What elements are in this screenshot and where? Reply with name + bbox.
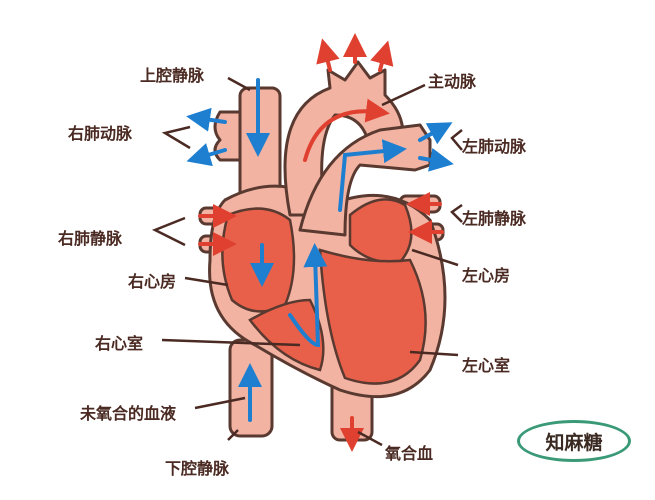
label-left-atrium: 左心房 — [462, 266, 511, 285]
label-left-ventricle: 左心室 — [462, 356, 511, 375]
label-inferior-vena-cava: 下腔静脉 — [165, 459, 230, 478]
lpa-arrow-down-icon — [418, 148, 454, 172]
right-ventricle-chamber — [248, 298, 325, 372]
label-right-ventricle: 右心室 — [95, 334, 144, 353]
label-left-pulmonary-vein: 左肺静脉 — [462, 209, 527, 228]
rv-arrow-icon — [288, 243, 328, 348]
leader-lines — [151, 76, 463, 447]
label-left-pulmonary-artery: 左肺动脉 — [462, 137, 527, 156]
label-aorta: 主动脉 — [428, 72, 477, 91]
aorta-out-arrow-icon — [316, 38, 340, 72]
rpa-arrow-up-icon — [186, 107, 227, 132]
left-ventricle-chamber — [318, 248, 427, 385]
left-atrium-chamber — [348, 198, 413, 264]
label-right-atrium: 右心房 — [128, 272, 177, 291]
pulmonary-arrow-icon — [338, 139, 407, 212]
brand-logo: 知麻糖 — [517, 420, 631, 462]
logo-text: 知麻糖 — [545, 431, 603, 454]
aorta-out-arrow-icon — [370, 40, 394, 72]
label-superior-vena-cava: 上腔静脉 — [140, 66, 205, 85]
label-right-pulmonary-vein: 右肺静脉 — [58, 229, 123, 248]
label-deoxygenated-blood: 未氧合的血液 — [80, 404, 177, 423]
label-oxygenated-blood: 氧合血 — [385, 444, 434, 463]
aorta-arch-arrow-icon — [303, 98, 390, 162]
rpa-arrow-down-icon — [186, 143, 227, 167]
label-right-pulmonary-artery: 右肺动脉 — [68, 124, 133, 143]
right-atrium-chamber — [221, 207, 296, 313]
lpa-arrow-up-icon — [418, 122, 453, 145]
